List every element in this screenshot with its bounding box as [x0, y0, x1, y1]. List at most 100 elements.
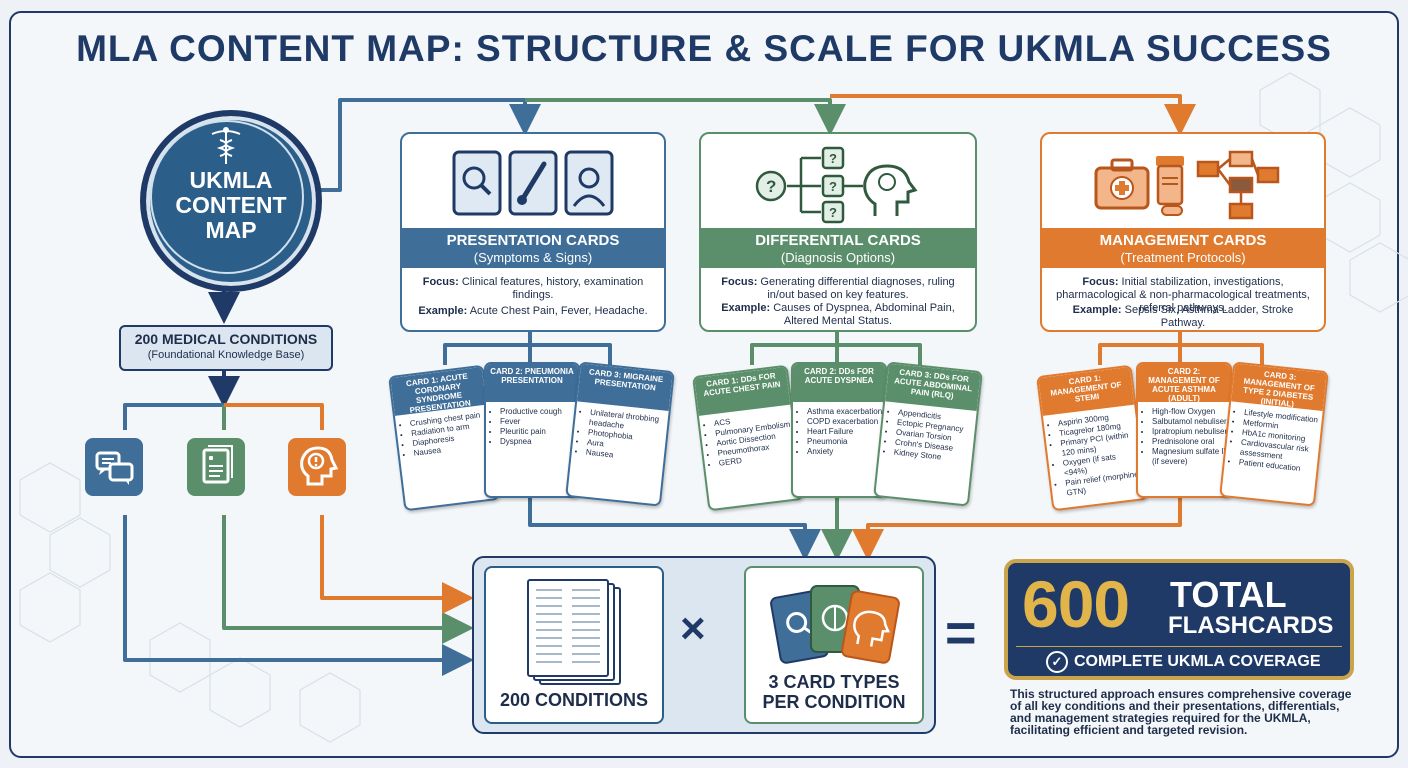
- page-title: MLA CONTENT MAP: STRUCTURE & SCALE FOR U…: [76, 28, 1332, 69]
- card-items: Productive cough Fever Pleuritic pain Dy…: [486, 407, 578, 447]
- presentation-card-3: CARD 3: MIGRAINE PRESENTATION Unilateral…: [565, 361, 675, 507]
- management-example: Example: Sepsis Six, Asthma Ladder, Stro…: [1052, 304, 1314, 330]
- management-subtitle: (Treatment Protocols): [1120, 250, 1246, 265]
- summary-text: This structured approach ensures compreh…: [1010, 687, 1352, 737]
- flowchart-icon: ? ? ? ?: [755, 146, 918, 224]
- focus-text: Initial stabilization, investigations, p…: [1056, 276, 1310, 314]
- management-icons: [1094, 150, 1280, 220]
- card-item: Ipratropium nebuliser: [1152, 427, 1230, 437]
- total-word: TOTAL: [1170, 574, 1287, 615]
- card-item: Productive cough: [500, 407, 578, 417]
- treatment-flow-icon: [1196, 150, 1280, 220]
- presentation-icons: [452, 150, 614, 216]
- conditions-title: 200 MEDICAL CONDITIONS: [134, 331, 318, 347]
- presentation-subtitle: (Symptoms & Signs): [473, 250, 593, 265]
- card-types-panel: 3 CARD TYPES PER CONDITION: [744, 566, 924, 724]
- card-item: COPD exacerbation: [807, 417, 885, 427]
- hub-line-3: MAP: [205, 217, 257, 243]
- presentation-band: PRESENTATION CARDS (Symptoms & Signs): [402, 228, 664, 268]
- card-types-icon: [770, 585, 900, 664]
- hub-line-2: CONTENT: [175, 192, 287, 218]
- card-items: Aspirin 300mg Ticagrelor 180mg Primary P…: [1044, 410, 1145, 501]
- card-items: High-flow Oxygen Salbutamol nebuliser Ip…: [1138, 407, 1230, 467]
- head-card-icon: [841, 590, 900, 664]
- card-title: CARD 2: MANAGEMENT OF ACUTE ASTHMA (ADUL…: [1138, 364, 1230, 403]
- card-items: Lifestyle modification Metformin HbA1c m…: [1224, 406, 1322, 475]
- head-alert-icon: [300, 446, 339, 486]
- differential-example: Example: Causes of Dyspnea, Abdominal Pa…: [711, 302, 965, 328]
- card-item: Prednisolone oral: [1152, 437, 1230, 447]
- differential-subtitle: (Diagnosis Options): [780, 250, 896, 265]
- hub-title: UKMLA CONTENT MAP: [140, 168, 322, 243]
- first-aid-kit-icon: [1094, 158, 1150, 210]
- flashcards-word: FLASHCARDS: [1168, 612, 1334, 639]
- example-label: Example:: [418, 305, 468, 317]
- multiply-sign: ×: [680, 604, 706, 653]
- differential-focus: Focus: Generating differential diagnoses…: [711, 276, 965, 302]
- conditions-subtitle: (Foundational Knowledge Base): [147, 349, 305, 361]
- management-card-1: CARD 1: MANAGEMENT OF STEMI Aspirin 300m…: [1036, 364, 1148, 512]
- differential-title: DIFFERENTIAL CARDS: [755, 232, 921, 249]
- card-types-line-1: 3 CARD TYPES: [768, 672, 900, 692]
- presentation-example: Example: Acute Chest Pain, Fever, Headac…: [412, 305, 654, 318]
- conditions-stack-panel: 200 CONDITIONS: [484, 566, 664, 724]
- card-item: Asthma exacerbation: [807, 407, 885, 417]
- management-band: MANAGEMENT CARDS (Treatment Protocols): [1042, 228, 1324, 268]
- card-title: CARD 3: MANAGEMENT OF TYPE 2 DIABETES (I…: [1231, 363, 1327, 411]
- focus-text: Generating differential diagnoses, rulin…: [760, 276, 955, 301]
- coverage-text: COMPLETE UKMLA COVERAGE: [1074, 653, 1321, 670]
- badge-divider: [1016, 646, 1342, 647]
- focus-label: Focus:: [1082, 276, 1119, 288]
- management-card-2: CARD 2: MANAGEMENT OF ACUTE ASTHMA (ADUL…: [1136, 362, 1232, 498]
- card-title: CARD 3: DDs FOR ACUTE ABDOMINAL PAIN (RL…: [885, 363, 981, 411]
- card-item: High-flow Oxygen: [1152, 407, 1230, 417]
- differential-card-2: CARD 2: DDs FOR ACUTE DYSPNEA Asthma exa…: [791, 362, 887, 498]
- card-title: CARD 1: DDs FOR ACUTE CHEST PAIN: [694, 366, 791, 416]
- differential-card-1: CARD 1: DDs FOR ACUTE CHEST PAIN ACS Pul…: [692, 364, 804, 512]
- hub-inner-ring: [150, 120, 304, 274]
- card-items: ACS Pulmonary Embolism Aortic Dissection…: [700, 410, 797, 471]
- chat-bubbles-tile: [85, 438, 143, 496]
- magnifier-icon: [452, 150, 502, 216]
- equals-sign: =: [945, 603, 977, 663]
- document-stack-icon: [527, 579, 621, 685]
- example-text: Acute Chest Pain, Fever, Headache.: [469, 305, 648, 317]
- check-circle-icon: ✓: [1046, 651, 1068, 673]
- card-item: Anxiety: [807, 447, 885, 457]
- card-types-label: 3 CARD TYPES PER CONDITION: [746, 672, 922, 712]
- card-item: Fever: [500, 417, 578, 427]
- card-item: Heart Failure: [807, 427, 885, 437]
- presentation-title: PRESENTATION CARDS: [446, 232, 620, 249]
- example-text: Sepsis Six, Asthma Ladder, Stroke Pathwa…: [1124, 304, 1294, 329]
- caduceus-icon: [211, 127, 241, 164]
- svg-text:?: ?: [829, 205, 837, 220]
- conditions-label: 200 CONDITIONS: [499, 690, 649, 710]
- card-items: Unilateral throbbing headache Photophobi…: [571, 406, 668, 465]
- hub-line-1: UKMLA: [189, 167, 273, 193]
- patient-icon: [564, 150, 614, 216]
- card-title: CARD 2: DDs FOR ACUTE DYSPNEA: [793, 364, 885, 402]
- card-items: Asthma exacerbation COPD exacerbation He…: [793, 407, 885, 457]
- document-list-tile: [187, 438, 245, 496]
- presentation-card-2: CARD 2: PNEUMONIA PRESENTATION Productiv…: [484, 362, 580, 498]
- management-panel: MANAGEMENT CARDS (Treatment Protocols) F…: [1040, 132, 1326, 332]
- chat-bubbles-icon: [95, 451, 134, 485]
- differential-band: DIFFERENTIAL CARDS (Diagnosis Options): [701, 228, 975, 268]
- presentation-panel: PRESENTATION CARDS (Symptoms & Signs) Fo…: [400, 132, 666, 332]
- card-item: Pneumonia: [807, 437, 885, 447]
- differential-card-3: CARD 3: DDs FOR ACUTE ABDOMINAL PAIN (RL…: [873, 361, 983, 507]
- focus-label: Focus:: [422, 276, 459, 288]
- management-card-3: CARD 3: MANAGEMENT OF TYPE 2 DIABETES (I…: [1219, 361, 1329, 507]
- card-items: Crushing chest pain Radiation to arm Dia…: [396, 410, 492, 461]
- total-number: 600: [1022, 567, 1130, 641]
- svg-text:?: ?: [766, 177, 776, 196]
- svg-text:?: ?: [829, 151, 837, 166]
- conditions-box: 200 MEDICAL CONDITIONS (Foundational Kno…: [119, 325, 333, 371]
- example-label: Example:: [721, 302, 771, 314]
- pill-bottle-icon: [1156, 156, 1184, 216]
- differential-panel: ? ? ? ? DIFFERENTIAL CARDS (Diagnosis Op…: [699, 132, 977, 332]
- card-title: CARD 3: MIGRAINE PRESENTATION: [577, 363, 673, 411]
- card-title: CARD 2: PNEUMONIA PRESENTATION: [486, 364, 578, 402]
- svg-text:?: ?: [829, 179, 837, 194]
- card-item: Pleuritic pain: [500, 427, 578, 437]
